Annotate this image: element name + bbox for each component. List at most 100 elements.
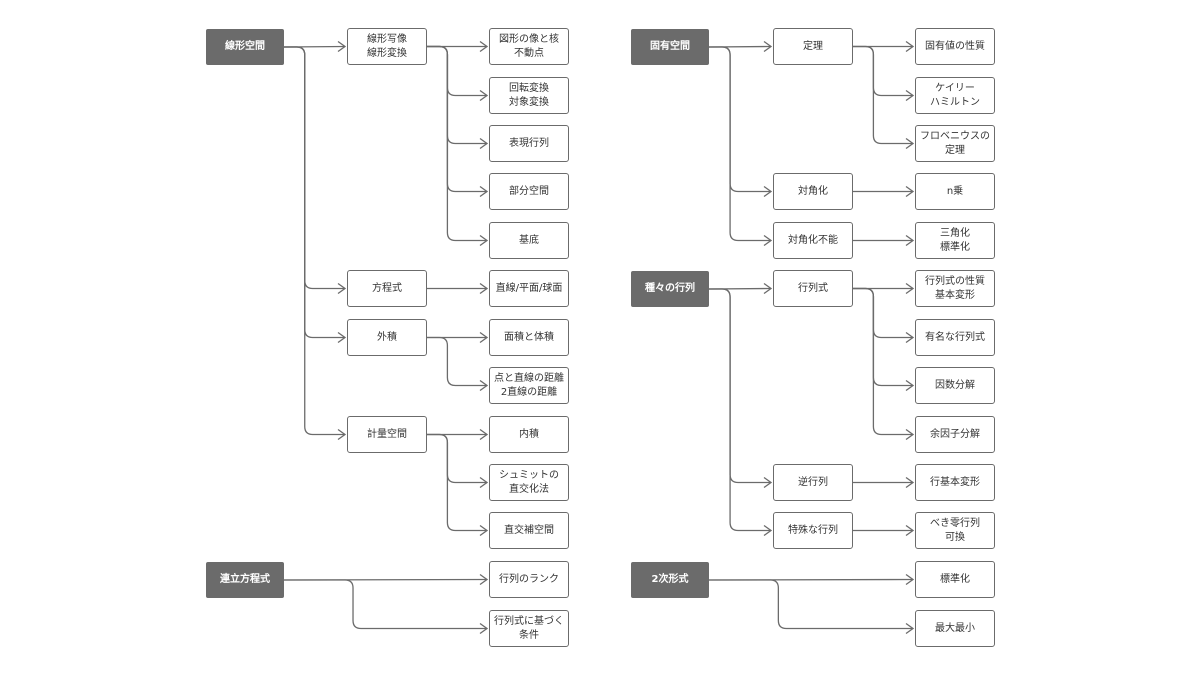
node-theorem[interactable]: 定理 (773, 28, 853, 65)
node-label: 特殊な行列 (788, 524, 838, 536)
node-diagonalization[interactable]: 対角化 (773, 173, 853, 210)
node-label: 三角化 標準化 (940, 227, 970, 253)
arrowhead-icon (905, 379, 915, 392)
arrowhead-icon (479, 40, 489, 53)
node-determinant-condition[interactable]: 行列式に基づく 条件 (489, 610, 569, 647)
arrowhead-icon (479, 137, 489, 150)
node-equation[interactable]: 方程式 (347, 270, 427, 307)
node-eigenvalue-properties[interactable]: 固有値の性質 (915, 28, 995, 65)
arrowhead-icon (905, 331, 915, 344)
node-label: 連立方程式 (220, 574, 270, 585)
node-label: 標準化 (940, 573, 970, 585)
node-label: n乗 (946, 185, 964, 197)
node-cayley-hamilton[interactable]: ケイリー ハミルトン (915, 77, 995, 114)
arrowhead-icon (763, 282, 773, 295)
node-label: べき零行列 可換 (930, 517, 980, 543)
node-factorization[interactable]: 因数分解 (915, 367, 995, 404)
arrowhead-icon (479, 573, 489, 586)
node-determinant[interactable]: 行列式 (773, 270, 853, 307)
node-matrix-rank[interactable]: 行列のランク (489, 561, 569, 598)
node-label: 行列式 (798, 282, 828, 294)
node-rotation[interactable]: 回転変換 対象変換 (489, 77, 569, 114)
node-n-th-power[interactable]: n乗 (915, 173, 995, 210)
connector-metric-orth_comp (427, 433, 487, 532)
node-line-plane-sphere[interactable]: 直線/平面/球面 (489, 270, 569, 307)
node-label: 直交補空間 (504, 524, 554, 536)
connector-cross-distance (427, 336, 487, 387)
arrowhead-icon (905, 185, 915, 198)
arrowhead-icon (905, 428, 915, 441)
node-eigenspace[interactable]: 固有空間 (631, 29, 709, 65)
node-row-operations[interactable]: 行基本変形 (915, 464, 995, 501)
node-special-matrices[interactable]: 特殊な行列 (773, 512, 853, 549)
arrowhead-icon (479, 524, 489, 537)
node-representation-matrix[interactable]: 表現行列 (489, 125, 569, 162)
node-various-matrices[interactable]: 種々の行列 (631, 271, 709, 307)
node-area-volume[interactable]: 面積と体積 (489, 319, 569, 356)
node-simultaneous-equations[interactable]: 連立方程式 (206, 562, 284, 598)
connector-matrices-special (709, 288, 771, 532)
node-label: 余因子分解 (930, 428, 980, 440)
connector-theorem-cayley (853, 45, 913, 97)
node-inverse-matrix[interactable]: 逆行列 (773, 464, 853, 501)
arrowhead-icon (479, 331, 489, 344)
node-determinant-properties[interactable]: 行列式の性質 基本変形 (915, 270, 995, 307)
node-label: 2次形式 (651, 574, 689, 585)
arrowhead-icon (479, 234, 489, 247)
node-quadratic-form[interactable]: 2次形式 (631, 562, 709, 598)
node-inner-product[interactable]: 内積 (489, 416, 569, 453)
node-linear-map[interactable]: 線形写像 線形変換 (347, 28, 427, 65)
arrowhead-icon (905, 137, 915, 150)
node-nilpotent-commutative[interactable]: べき零行列 可換 (915, 512, 995, 549)
connector-det-famous_det (853, 287, 913, 339)
arrowhead-icon (479, 428, 489, 441)
node-label: 線形空間 (225, 41, 265, 52)
arrowhead-icon (337, 40, 347, 53)
connector-lin_space-metric (284, 46, 345, 436)
node-distance[interactable]: 点と直線の距離 2直線の距離 (489, 367, 569, 404)
node-non-diagonalizable[interactable]: 対角化不能 (773, 222, 853, 259)
arrowhead-icon (479, 476, 489, 489)
node-cofactor-expansion[interactable]: 余因子分解 (915, 416, 995, 453)
node-label: 固有空間 (650, 41, 690, 52)
node-frobenius-theorem[interactable]: フロベニウスの 定理 (915, 125, 995, 162)
node-label: 表現行列 (509, 137, 549, 149)
connector-quad-maxmin (709, 579, 913, 630)
arrowhead-icon (479, 282, 489, 295)
node-linear-space[interactable]: 線形空間 (206, 29, 284, 65)
arrowhead-icon (479, 185, 489, 198)
node-metric-space[interactable]: 計量空間 (347, 416, 427, 453)
node-image-kernel[interactable]: 図形の像と核 不動点 (489, 28, 569, 65)
connector-lin_map-basis (427, 45, 487, 242)
arrowhead-icon (763, 40, 773, 53)
arrowhead-icon (905, 524, 915, 537)
node-schmidt-orthogonalization[interactable]: シュミットの 直交化法 (489, 464, 569, 501)
node-subspace[interactable]: 部分空間 (489, 173, 569, 210)
node-label: 最大最小 (935, 622, 975, 634)
node-label: 基底 (519, 234, 539, 246)
node-label: 外積 (377, 331, 397, 343)
node-label: 有名な行列式 (925, 331, 985, 343)
node-orthogonal-complement[interactable]: 直交補空間 (489, 512, 569, 549)
node-label: 定理 (803, 40, 823, 52)
node-label: 対角化 (798, 185, 828, 197)
connector-matrices-inverse (709, 288, 771, 484)
node-basis[interactable]: 基底 (489, 222, 569, 259)
node-label: 行列のランク (499, 573, 559, 585)
node-triangularization[interactable]: 三角化 標準化 (915, 222, 995, 259)
node-label: 行列式の性質 基本変形 (925, 275, 985, 301)
node-label: 計量空間 (367, 428, 407, 440)
connector-lin_space-equation (284, 46, 345, 290)
node-max-min[interactable]: 最大最小 (915, 610, 995, 647)
node-label: 線形写像 線形変換 (367, 33, 407, 59)
node-famous-determinants[interactable]: 有名な行列式 (915, 319, 995, 356)
node-standardization[interactable]: 標準化 (915, 561, 995, 598)
node-label: 固有値の性質 (925, 40, 985, 52)
node-label: 行基本変形 (930, 476, 980, 488)
node-label: 面積と体積 (504, 331, 554, 343)
node-cross-product[interactable]: 外積 (347, 319, 427, 356)
node-label: ケイリー ハミルトン (930, 82, 980, 108)
connector-simul-det_cond (284, 579, 487, 630)
node-label: 直線/平面/球面 (495, 282, 563, 294)
